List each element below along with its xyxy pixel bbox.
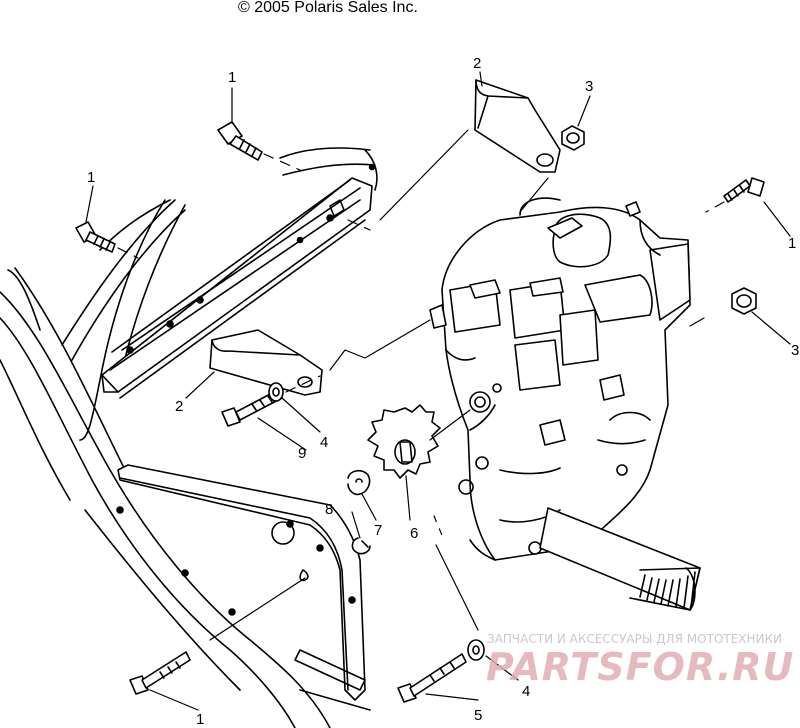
transmission-gearbox: [429, 197, 701, 611]
callout-7: 7: [374, 522, 382, 539]
bolt-top-center: [217, 121, 263, 161]
callout-1-left: 1: [87, 169, 95, 186]
callout-9: 9: [298, 445, 306, 462]
callout-8: 8: [325, 501, 333, 518]
copyright-notice: © 2005 Polaris Sales Inc.: [238, 0, 418, 16]
callout-3-right: 3: [791, 342, 799, 359]
snap-ring: [347, 469, 371, 496]
retaining-clip: [351, 537, 371, 555]
bolt-right: [723, 177, 765, 203]
lower-frame-plate: [116, 464, 371, 711]
callout-5: 5: [474, 707, 482, 724]
nut-top: [561, 125, 585, 151]
bracket-upper: [474, 79, 561, 173]
callout-4-upper: 4: [320, 434, 328, 451]
bracket-lower: [209, 329, 323, 396]
callout-3-top: 3: [585, 78, 593, 95]
callout-labels: 1 1 1 1 2 2 3 3 4 4 5 6 7 8 9: [87, 55, 799, 728]
callout-1-bottom: 1: [196, 711, 204, 728]
watermark-tagline: ЗАПЧАСТИ И АКСЕССУАРЫ ДЛЯ МОТОТЕХНИКИ: [487, 632, 783, 646]
callout-2-lower: 2: [175, 398, 183, 415]
washer-upper: [268, 382, 284, 402]
watermark-logo: PARTSFOR.RU: [486, 645, 795, 689]
callout-2-upper: 2: [473, 55, 481, 72]
callout-4-lower: 4: [522, 683, 530, 700]
callout-1-top: 1: [228, 69, 236, 86]
washer-lower: [467, 639, 485, 661]
callout-1-right: 1: [788, 235, 796, 252]
leader-lines: [85, 71, 791, 711]
upper-mount-rail: [101, 163, 376, 399]
drive-sprocket: [367, 404, 441, 479]
bolt-bottom-left: [129, 651, 191, 695]
bolt-top-left: [75, 221, 116, 253]
bolt-five: [397, 653, 467, 703]
callout-6: 6: [410, 525, 418, 542]
nut-right: [731, 287, 757, 315]
frame-tubes: [0, 147, 378, 728]
